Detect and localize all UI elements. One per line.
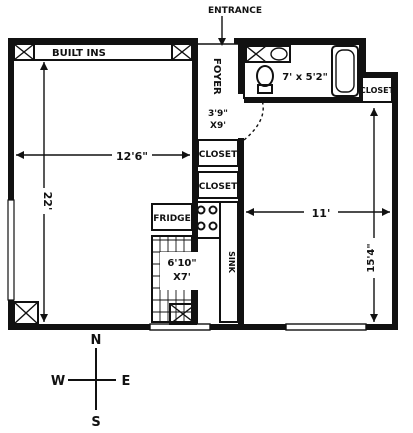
built-ins: BUILT INS — [13, 43, 193, 61]
bathroom: 7' x 5'2" — [243, 43, 361, 99]
living-width-label: 12'6" — [116, 150, 148, 163]
closet-mid-1-label: CLOSET — [199, 150, 238, 160]
compass-south: S — [91, 415, 100, 430]
foyer: FOYER 3'9" X9' — [198, 43, 264, 141]
foyer-dims-2: X9' — [210, 121, 226, 131]
entrance: ENTRANCE — [208, 6, 262, 46]
bedroom-length-label: 15'4" — [366, 243, 377, 272]
compass-east: E — [122, 374, 131, 389]
built-ins-label: BUILT INS — [52, 48, 106, 59]
entrance-label: ENTRANCE — [208, 6, 262, 16]
compass-north: N — [91, 333, 102, 348]
closets-middle: CLOSET CLOSET — [197, 139, 239, 199]
closet-mid-2-label: CLOSET — [199, 182, 238, 192]
foyer-dims-1: 3'9" — [208, 109, 228, 119]
living-room-dimensions: 12'6" 22' — [16, 62, 190, 322]
bedroom-width-label: 11' — [312, 207, 331, 220]
closet-right-label: CLOSET — [360, 86, 395, 95]
kitchen-dims-1: 6'10" — [167, 258, 196, 269]
fridge-label: FRIDGE — [153, 214, 190, 224]
compass-west: W — [51, 374, 65, 389]
kitchen-dims-2: X7' — [173, 272, 191, 283]
living-length-label: 22' — [41, 192, 54, 211]
sink-label: SINK — [227, 251, 236, 273]
bedroom-dimensions: 11' 15'4" — [246, 108, 390, 322]
corner-cabinet — [13, 301, 39, 325]
foyer-label: FOYER — [211, 58, 222, 95]
compass-rose: N S E W — [51, 333, 131, 430]
closet-right: CLOSET — [360, 76, 395, 103]
kitchen: FRIDGE 6'10" X7' SINK — [151, 201, 239, 325]
bath-dims-label: 7' x 5'2" — [282, 72, 328, 83]
